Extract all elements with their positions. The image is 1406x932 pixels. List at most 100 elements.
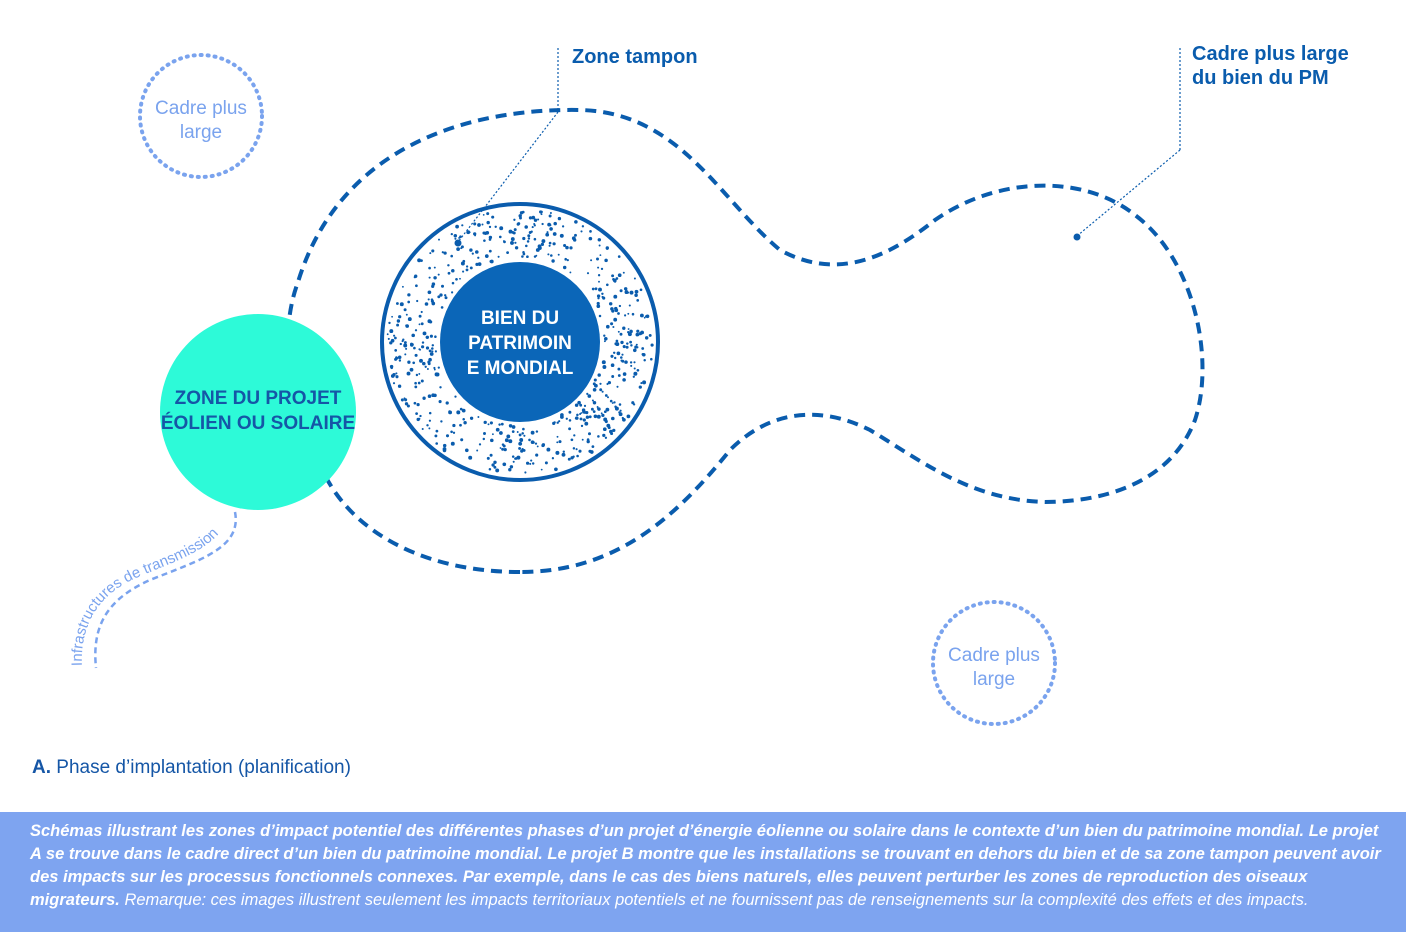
stipple-dot [537, 218, 540, 221]
stipple-dot [551, 259, 555, 263]
stipple-dot [584, 421, 589, 426]
stipple-dot [433, 366, 436, 370]
stipple-dot [439, 386, 442, 389]
stipple-dot [612, 325, 615, 329]
stipple-dot [619, 409, 622, 412]
stipple-dot [631, 312, 635, 316]
stipple-dot [502, 444, 506, 448]
stipple-dot [508, 439, 513, 444]
stipple-dot [556, 441, 559, 444]
stipple-dot [503, 447, 507, 452]
stipple-dot [417, 381, 421, 385]
stipple-dot [621, 359, 625, 363]
stipple-dot [618, 304, 622, 308]
stipple-dot [533, 218, 538, 222]
stipple-dot [588, 415, 592, 419]
stipple-dot [511, 430, 515, 433]
stipple-dot [406, 404, 410, 408]
stipple-dot [386, 333, 389, 336]
stipple-dot [563, 243, 567, 248]
stipple-dot [403, 343, 408, 348]
stipple-dot [455, 277, 458, 281]
stipple-dot [444, 296, 448, 300]
stipple-dot [392, 382, 396, 385]
stipple-dot [608, 302, 613, 306]
stipple-dot [601, 413, 605, 418]
stipple-dot [435, 429, 439, 433]
stipple-dot [422, 361, 426, 366]
stipple-dot [461, 224, 464, 227]
stipple-dot [552, 242, 556, 246]
stipple-dot [415, 412, 418, 415]
stipple-dot [394, 336, 397, 340]
stipple-dot [599, 254, 602, 257]
stipple-dot [531, 462, 535, 465]
wider-setting-bottom-line1: Cadre plus [948, 645, 1040, 666]
stipple-dot [636, 329, 640, 333]
stipple-dot [501, 447, 505, 451]
stipple-dot [482, 213, 485, 216]
stipple-dot [527, 234, 531, 238]
stipple-dot [425, 335, 430, 340]
stipple-dot [460, 245, 464, 249]
stipple-dot [461, 408, 466, 413]
stipple-dot [420, 379, 424, 383]
stipple-dot [635, 343, 638, 346]
stipple-dot [549, 227, 553, 231]
stipple-dot [630, 364, 633, 367]
stipple-dot [627, 291, 630, 294]
stipple-dot [482, 231, 486, 235]
stipple-dot [594, 383, 598, 388]
stipple-dot [638, 385, 642, 389]
stipple-dot [620, 356, 623, 359]
stipple-dot [447, 271, 451, 275]
stipple-dot [580, 424, 584, 428]
stipple-dot [613, 294, 618, 299]
stipple-dot [586, 392, 589, 395]
stipple-dot [508, 468, 512, 472]
stipple-dot [495, 427, 500, 432]
stipple-dot [625, 345, 629, 349]
stipple-dot [546, 231, 549, 234]
stipple-dot [638, 331, 643, 336]
stipple-dot [624, 360, 628, 364]
stipple-dot [616, 385, 619, 388]
stipple-dot [428, 276, 431, 279]
stipple-dot [521, 447, 524, 451]
stipple-dot [578, 449, 582, 453]
stipple-dot [469, 266, 473, 270]
stipple-dot [629, 361, 633, 364]
stipple-dot [541, 222, 544, 226]
stipple-dot [562, 450, 565, 453]
stipple-dot [428, 419, 432, 422]
stipple-dot [469, 248, 473, 252]
stipple-dot [604, 337, 608, 341]
stipple-dot [426, 368, 429, 370]
stipple-dot [421, 345, 425, 349]
stipple-dot [576, 454, 579, 458]
stipple-dot [615, 339, 619, 343]
stipple-dot [604, 419, 608, 424]
stipple-dot [597, 435, 600, 438]
stipple-dot [429, 334, 433, 338]
stipple-dot [493, 460, 497, 464]
stipple-dot [477, 223, 481, 227]
stipple-dot [569, 246, 573, 250]
stipple-dot [553, 221, 557, 226]
stipple-dot [552, 232, 557, 236]
stipple-dot [396, 319, 401, 323]
stipple-dot [419, 414, 422, 418]
stipple-dot [416, 299, 419, 303]
stipple-dot [493, 465, 497, 469]
stipple-dot [585, 415, 590, 419]
stipple-dot [610, 354, 614, 358]
stipple-dot [537, 244, 542, 249]
stipple-dot [419, 358, 423, 363]
stipple-dot [619, 332, 623, 336]
stipple-dot [422, 331, 427, 336]
stipple-dot [491, 463, 495, 467]
stipple-dot [633, 277, 636, 280]
stipple-dot [611, 309, 615, 313]
stipple-dot [611, 402, 614, 404]
property-label-line2: PATRIMOIN [468, 333, 572, 354]
